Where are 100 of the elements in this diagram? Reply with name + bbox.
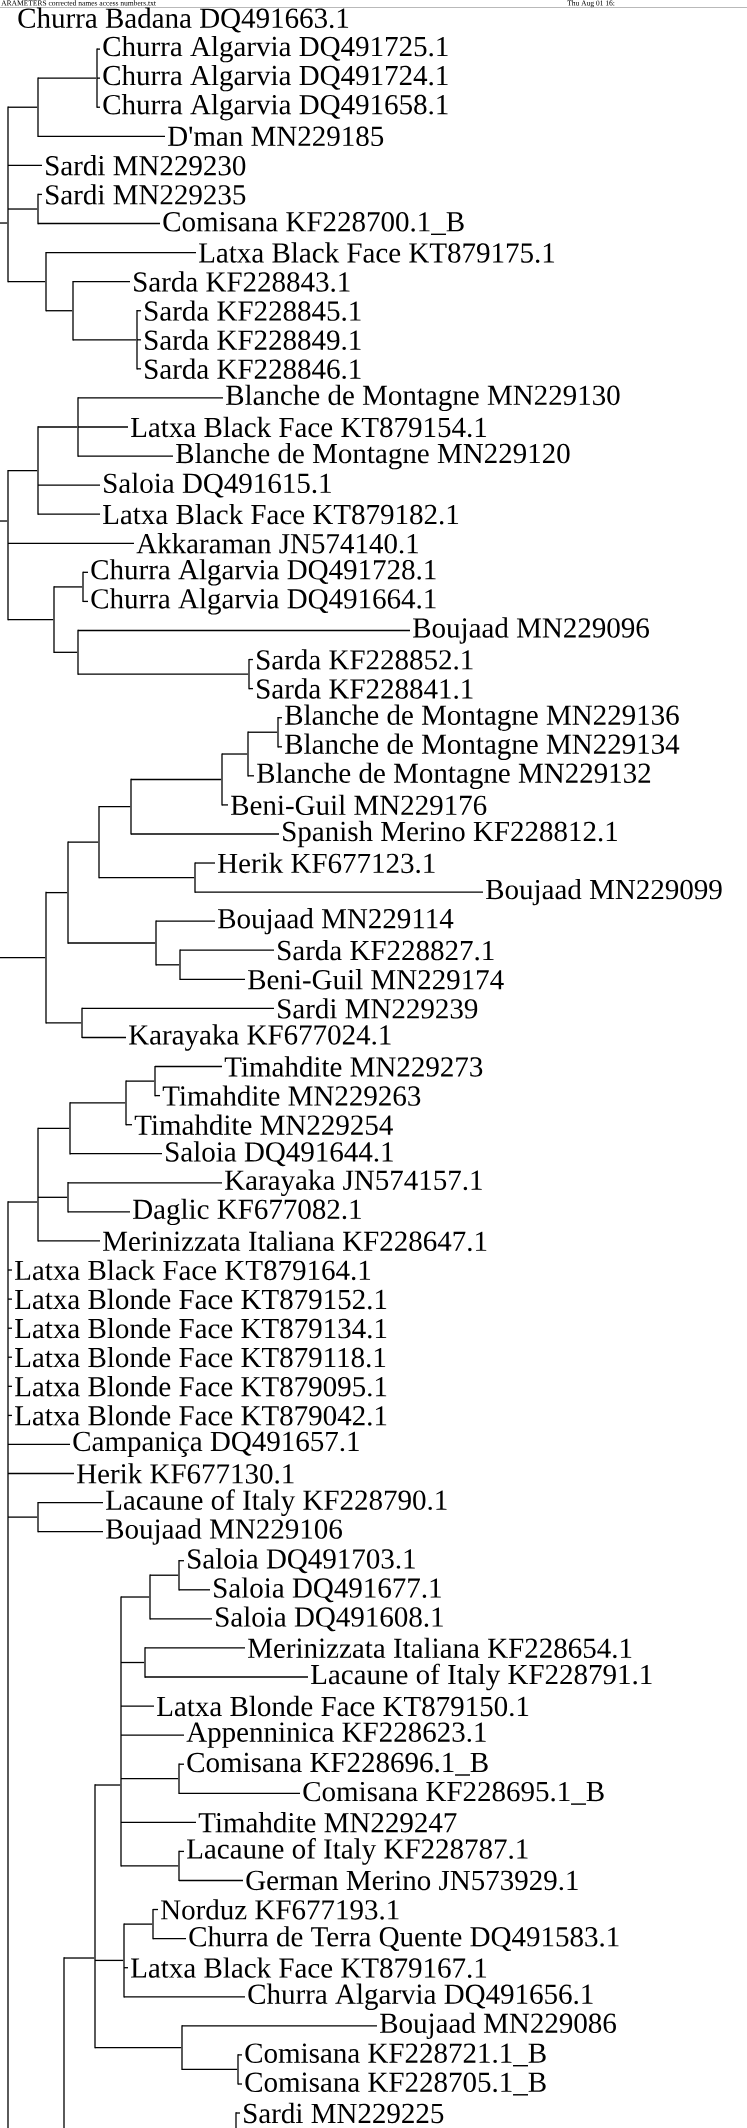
branch-line: [194, 862, 216, 864]
taxon-label: Boujaad MN229114: [218, 908, 454, 935]
branch-line: [94, 1784, 121, 1786]
branch-line: [136, 310, 142, 312]
branch-line: [7, 1269, 13, 1271]
branch-line: [155, 920, 216, 922]
taxon-label: Sardi MN229239: [278, 998, 478, 1019]
branch-line: [96, 48, 101, 50]
branch-line: [67, 841, 99, 843]
branch-line: [77, 426, 129, 428]
branch-line: [7, 618, 54, 621]
branch-line: [98, 806, 131, 808]
taxon-label: Churra Badana DQ491663.1: [18, 7, 349, 33]
branch-line: [144, 1676, 309, 1678]
taxon-label: Comisana KF228705.1_B: [245, 2072, 546, 2096]
branch-line: [120, 1734, 185, 1736]
branch-line: [81, 1036, 127, 1039]
branch-line: [120, 1778, 179, 1780]
taxon-label: Sarda KF228852.1: [257, 649, 473, 670]
branch-line: [247, 775, 255, 777]
taxon-label: Merinizzata Italiana KF228647.1: [103, 1230, 487, 1252]
taxon-label: Churra Algarvia DQ491728.1: [91, 559, 436, 586]
taxon-label: Boujaad MN229106: [106, 1518, 342, 1545]
branch-line: [130, 833, 280, 835]
branch-line: [37, 1501, 104, 1504]
branch-line: [53, 651, 78, 653]
branch-line: [120, 1705, 155, 1707]
taxon-label: Churra Algarvia DQ491664.1: [91, 588, 436, 615]
taxon-label: Blanche de Montagne MN229134: [285, 733, 680, 760]
branch-line: [248, 658, 254, 661]
taxon-label: Latxa Black Face KT879164.1: [15, 1259, 371, 1281]
branch-line: [98, 876, 195, 879]
branch-line: [7, 280, 46, 283]
taxon-label: Saloia DQ491644.1: [166, 1141, 393, 1167]
branch-line: [178, 1763, 185, 1765]
branch-line: [67, 942, 156, 944]
branch-line: [149, 1618, 213, 1620]
taxon-label: Comisana KF228696.1_B: [187, 1752, 488, 1776]
branch-line: [72, 280, 131, 283]
branch-line: [37, 426, 78, 428]
branch-line: [37, 77, 97, 79]
branch-line: [94, 1959, 124, 1962]
branch-line: [45, 891, 68, 894]
branch-line: [96, 106, 101, 108]
branch-line: [7, 542, 135, 544]
taxon-label: German Merino JN573929.1: [246, 1870, 578, 1891]
taxon-label: Blanche de Montagne MN229120: [176, 442, 570, 470]
branch-line: [247, 731, 278, 733]
taxon-label: Saloia DQ491615.1: [104, 472, 331, 498]
branch-line: [277, 746, 283, 748]
branch-line: [77, 673, 249, 675]
taxon-label: Sardi MN229225: [244, 2102, 444, 2124]
branch-line: [7, 1443, 71, 1446]
taxon-label: Timahdite MN229247: [198, 1812, 457, 1833]
branch-line: [125, 1124, 133, 1126]
branch-line: [179, 949, 275, 951]
branch-line: [69, 1153, 163, 1155]
branch-line: [235, 2112, 241, 2114]
branch-line: [178, 1879, 244, 1882]
taxon-label: Latxa Black Face KT879182.1: [103, 503, 459, 525]
taxon-label: Timahdite MN229263: [162, 1085, 421, 1106]
branch-line: [237, 2054, 243, 2056]
taxon-label: Spanish Merino KF228812.1: [283, 820, 617, 848]
branch-line: [194, 891, 484, 893]
taxon-label: Blanche de Montagne MN229132: [257, 762, 651, 789]
taxon-label: Sarda KF228827.1: [278, 939, 494, 961]
taxon-label: Churra de Terra Quente DQ491583.1: [189, 1926, 619, 1951]
branch-line: [7, 1385, 13, 1387]
branch-line: [181, 2068, 238, 2071]
branch-line: [7, 208, 38, 210]
branch-line: [7, 1516, 38, 1518]
branch-line: [77, 397, 224, 399]
taxon-label: Lacaune of Italy KF228791.1: [311, 1663, 652, 1691]
branch-line: [277, 717, 283, 719]
branch-line: [7, 164, 43, 166]
branch-line: [81, 1007, 275, 1010]
branch-line: [67, 1211, 131, 1213]
branch-line: [120, 1596, 150, 1598]
taxon-label: Herik KF677123.1: [218, 852, 435, 874]
branch-line: [237, 2083, 243, 2085]
branch-line: [149, 1574, 179, 1576]
branch-line: [69, 1102, 126, 1104]
taxon-label: Churra Algarvia DQ491658.1: [103, 94, 448, 121]
branch-line: [123, 1923, 153, 1925]
taxon-label: Comisana KF228695.1_B: [303, 1781, 604, 1805]
taxon-label: Daglic KF677082.1: [133, 1198, 361, 1226]
taxon-label: Saloia DQ491677.1: [214, 1577, 441, 1603]
branch-line: [152, 1908, 159, 1911]
taxon-label: Latxa Blonde Face KT879150.1: [157, 1695, 529, 1717]
branch-line: [120, 1661, 145, 1664]
branch-line: [7, 1472, 75, 1475]
branch-line: [248, 687, 254, 690]
taxon-label: D'man MN229185: [168, 126, 384, 147]
branch-line: [37, 135, 166, 137]
taxon-label: Saloia DQ491608.1: [216, 1606, 443, 1632]
branch-line: [63, 1957, 95, 1959]
branch-line: [123, 1996, 246, 1998]
taxon-label: Herik KF677130.1: [77, 1463, 294, 1484]
branch-line: [136, 368, 142, 370]
branch-line: [77, 629, 411, 632]
